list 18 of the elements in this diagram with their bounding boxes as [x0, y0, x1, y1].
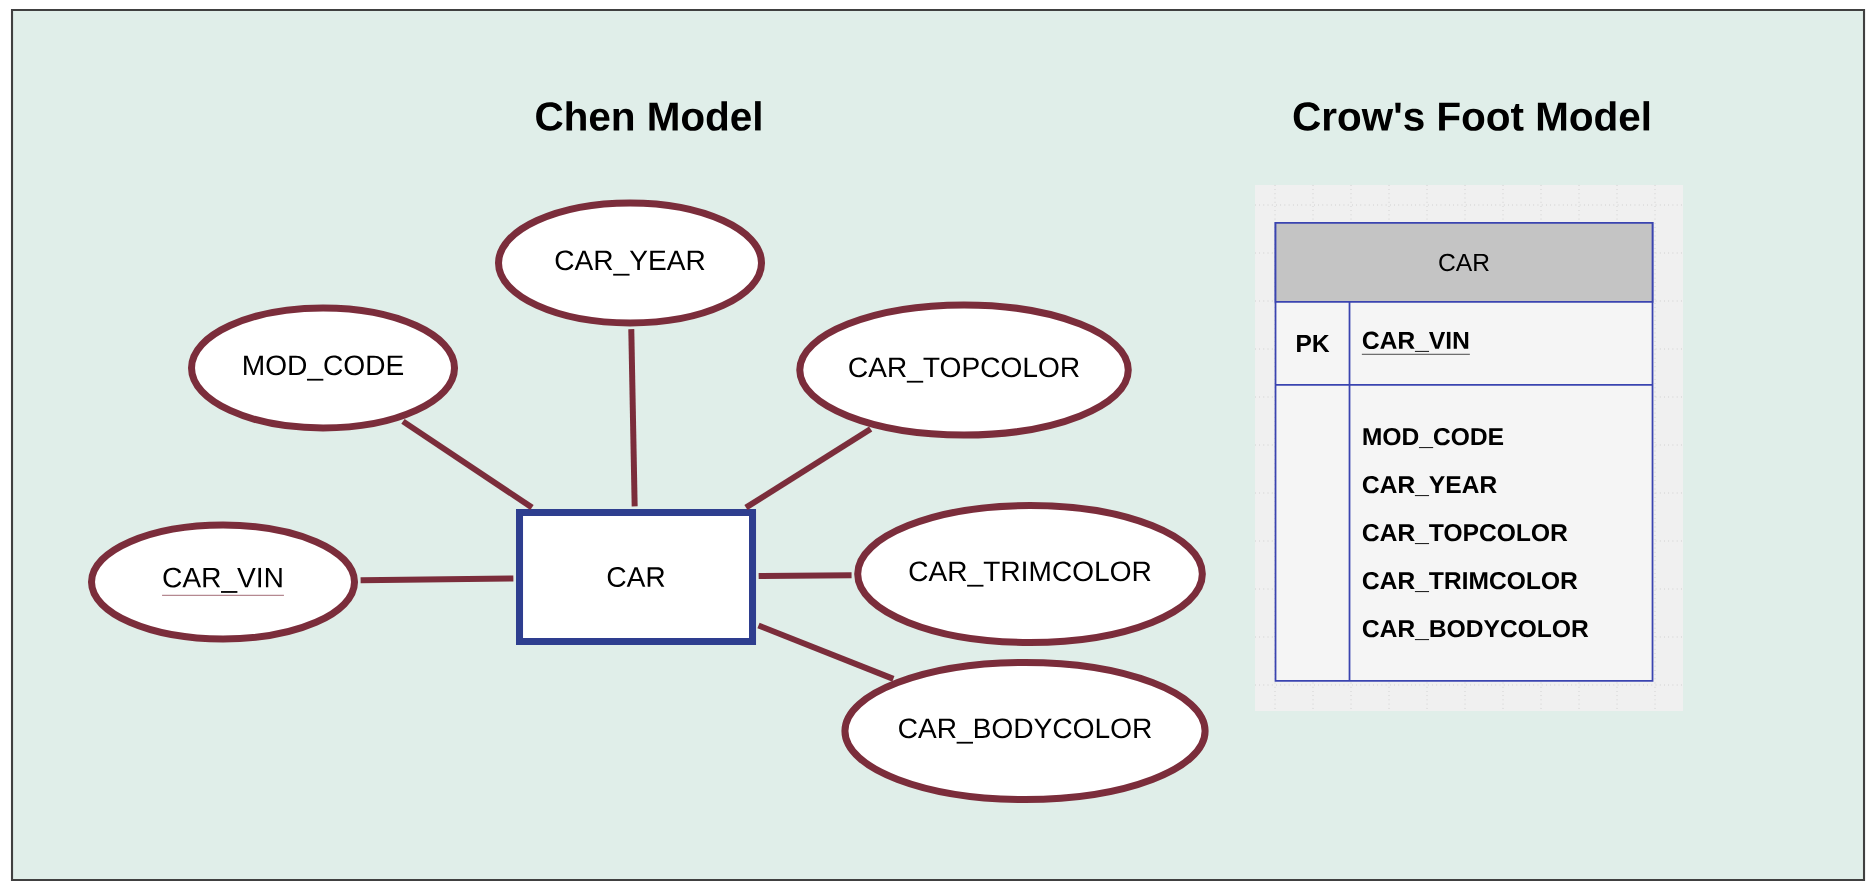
table-header: CAR — [1439, 253, 1489, 272]
attribute-name: CAR_YEAR — [1362, 475, 1497, 497]
key-label: PK — [1297, 335, 1330, 352]
attribute-name: CAR_TOPCOLOR — [1362, 523, 1568, 545]
attribute-name: CAR_TRIMCOLOR — [1362, 571, 1578, 593]
entity-box: CAR — [516, 509, 757, 645]
key-attribute: CAR_VIN — [1361, 331, 1471, 355]
connector-line — [628, 329, 638, 507]
section-heading: Crow's Foot Model — [1293, 101, 1650, 131]
connector-line — [744, 426, 873, 511]
section-heading: Chen Model — [536, 101, 761, 131]
entity-table — [1274, 222, 1654, 682]
attribute-name: CAR_BODYCOLOR — [1362, 619, 1589, 641]
connector-line — [401, 418, 534, 510]
connector-line — [757, 622, 895, 682]
connector-line — [360, 575, 514, 584]
attribute-name: MOD_CODE — [1363, 427, 1504, 449]
connector-line — [758, 572, 852, 580]
